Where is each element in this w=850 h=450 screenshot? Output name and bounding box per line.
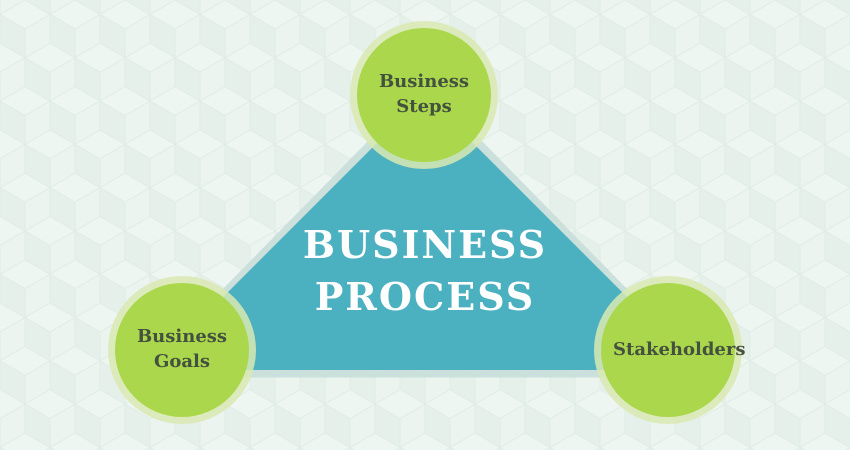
node-stakeholders-label: Stakeholders [613, 338, 746, 360]
diagram-title-line2: PROCESS [314, 274, 536, 319]
node-stakeholders: Stakeholders [601, 283, 746, 417]
node-business-goals-label: Business Goals [136, 326, 228, 372]
diagram-title-line1: BUSINESS [302, 222, 548, 267]
node-business-steps: Business Steps [357, 28, 491, 162]
node-business-steps-label: Business Steps [378, 71, 470, 117]
triangle-fill [150, 95, 700, 370]
diagram-title: BUSINESS PROCESS [225, 219, 625, 323]
node-business-goals: Business Goals [115, 283, 249, 417]
